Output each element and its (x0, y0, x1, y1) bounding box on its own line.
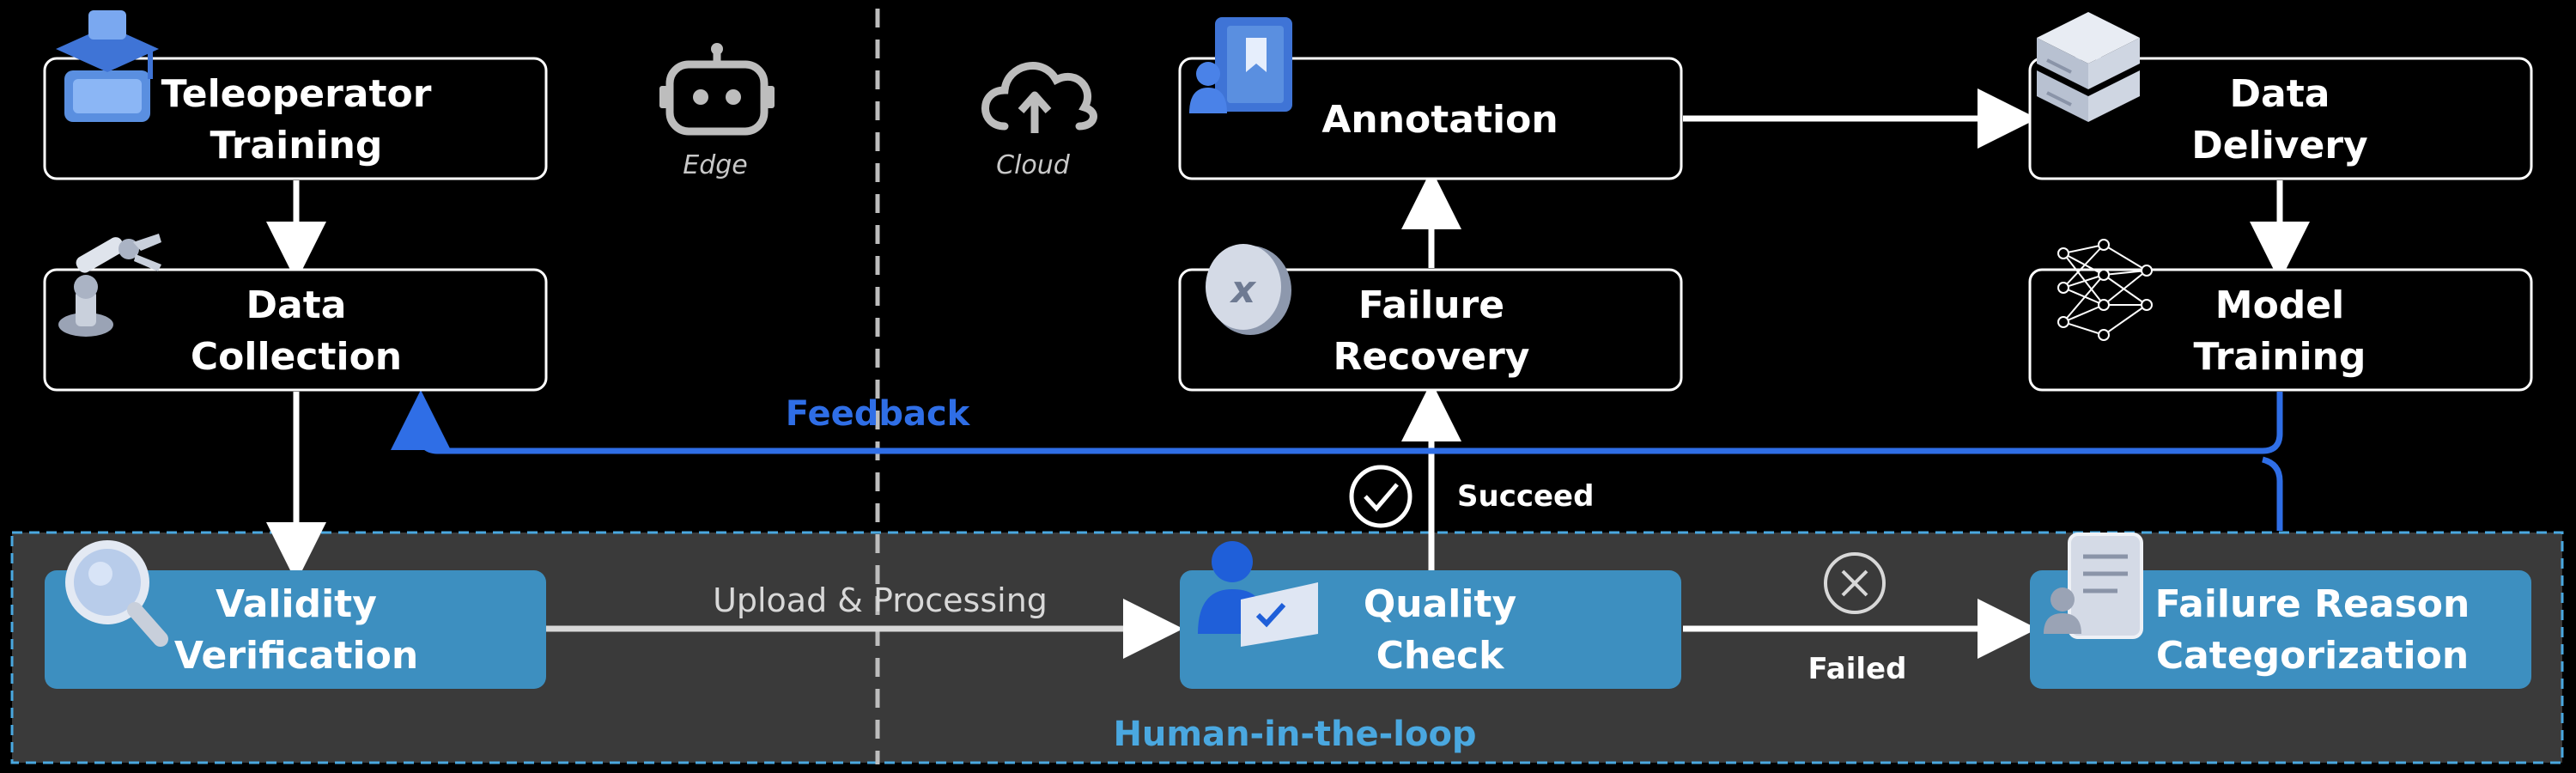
server-icon (2037, 12, 2140, 122)
edge-label: Edge (683, 150, 748, 180)
svg-text:Teleoperator: Teleoperator (161, 72, 432, 116)
robot-head-icon (659, 43, 775, 136)
svg-text:Check: Check (1376, 634, 1506, 678)
svg-text:Training: Training (2194, 335, 2366, 379)
svg-text:Data: Data (246, 283, 347, 327)
svg-text:Delivery: Delivery (2191, 124, 2367, 167)
user-checklist-icon (1198, 541, 1318, 647)
svg-text:x: x (1230, 268, 1257, 312)
edge-region-label: Edge (659, 43, 775, 180)
failed-label: Failed (1808, 652, 1907, 686)
upload-label: Upload & Processing (713, 581, 1048, 619)
cloud-upload-icon (981, 62, 1097, 133)
svg-text:Collection: Collection (191, 335, 402, 379)
svg-text:Validity: Validity (216, 582, 377, 626)
neural-network-icon (2057, 239, 2153, 341)
succeed-check-icon (1349, 465, 1413, 528)
hitl-label: Human-in-the-loop (1113, 715, 1476, 754)
svg-text:Failure: Failure (1358, 283, 1504, 327)
node-data-delivery: Data Delivery (2028, 12, 2533, 180)
svg-text:Quality: Quality (1364, 582, 1516, 626)
magnifier-icon (65, 540, 168, 647)
svg-text:Verification: Verification (174, 634, 418, 678)
node-failure-recovery: Failure Recovery x (1178, 244, 1683, 392)
svg-text:Data: Data (2230, 72, 2330, 116)
annotator-icon (1189, 17, 1292, 113)
document-user-icon (2044, 533, 2143, 639)
node-quality-check: Quality Check (1180, 541, 1681, 689)
cloud-region-label: Cloud (981, 62, 1097, 180)
cloud-label: Cloud (996, 150, 1071, 180)
succeed-label: Succeed (1457, 479, 1594, 514)
node-validity-verification: Validity Verification (45, 540, 546, 689)
svg-text:Failure Reason: Failure Reason (2155, 582, 2470, 626)
svg-text:Model: Model (2215, 283, 2344, 327)
failure-token-icon: x (1206, 244, 1291, 335)
node-data-collection: Data Collection (43, 234, 548, 392)
svg-text:Training: Training (210, 124, 383, 167)
node-teleoperator-training: Teleoperator Training (43, 10, 548, 180)
node-failure-reason-categorization: Failure Reason Categorization (2030, 533, 2531, 689)
node-annotation: Annotation (1178, 17, 1683, 180)
svg-text:Categorization: Categorization (2156, 634, 2469, 678)
feedback-label: Feedback (786, 394, 971, 434)
svg-text:Annotation: Annotation (1321, 98, 1558, 142)
robot-arm-icon (58, 234, 161, 337)
svg-text:Recovery: Recovery (1334, 335, 1530, 379)
failed-x-icon (1824, 552, 1886, 614)
graduation-cap-icon (56, 10, 159, 122)
node-model-training: Model Training (2028, 239, 2533, 392)
feedback-path (391, 390, 2283, 454)
feedback-branch (2261, 456, 2283, 531)
